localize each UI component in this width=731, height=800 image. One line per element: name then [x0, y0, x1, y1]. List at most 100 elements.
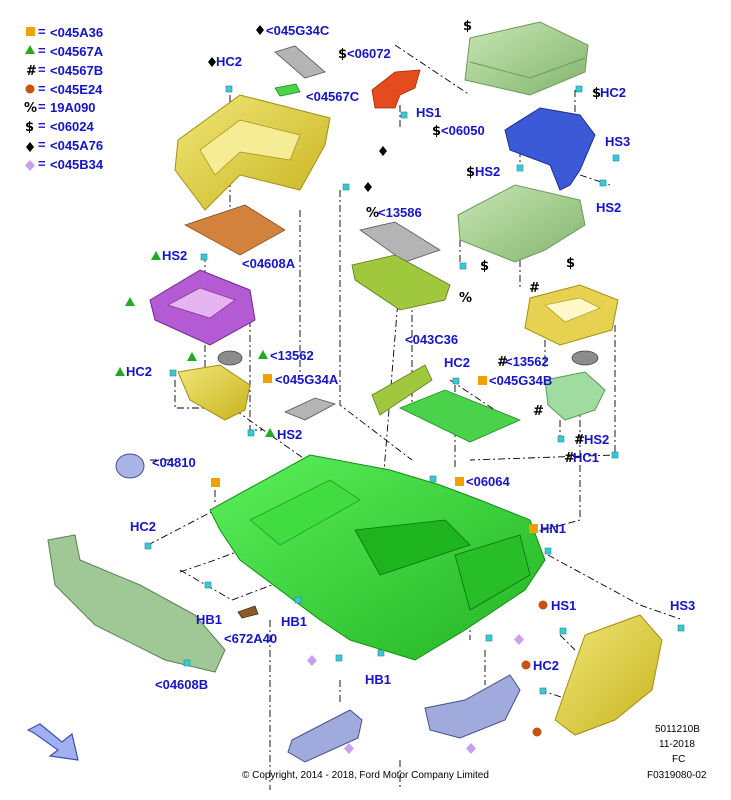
mat-04608a-part [184, 204, 286, 256]
diamond-lavender-icon [514, 634, 524, 645]
legend-code-2: <04567A [50, 44, 104, 59]
label-043c36: <043C36 [405, 332, 458, 347]
square-orange-icon [455, 477, 464, 486]
label-04608b: <04608B [155, 677, 208, 692]
hash-icon: # [26, 64, 37, 79]
cap-13562-right-part [571, 350, 599, 366]
bracket-06050-part [504, 107, 596, 191]
legend-code-6: <06024 [50, 119, 95, 134]
footer: © Copyright, 2014 - 2018, Ford Motor Com… [242, 724, 707, 781]
legend-code-4: <045E24 [50, 82, 103, 97]
tray-part [457, 184, 586, 263]
bin-part [351, 254, 451, 311]
square-orange-icon [478, 376, 487, 385]
parts [47, 21, 663, 763]
label-hc2-bottom: HC2 [533, 658, 559, 673]
label-hc1: HC1 [573, 450, 599, 465]
speaker-04810-part [115, 453, 145, 479]
label-hs3-lower: HS3 [670, 598, 695, 613]
triangle-green-icon [151, 251, 161, 260]
triangle-green-icon [258, 350, 268, 359]
svg-text:$: $ [592, 86, 601, 101]
label-hc2-top: HC2 [216, 54, 242, 69]
diamond-black-icon [364, 182, 372, 192]
label-hs2-r2: HS2 [596, 200, 621, 215]
cupholder-left-part [177, 364, 251, 421]
cap-13562-left-part [217, 350, 243, 366]
bracket-bottom-right-part [424, 674, 521, 739]
legend-sep-8: = [38, 156, 46, 171]
label-13562-left: <13562 [270, 348, 314, 363]
legend: = <045A36 = <04567A # = <04567B = <045E2… [24, 24, 104, 172]
legend-sep-2: = [38, 43, 46, 58]
right-panel-part [554, 614, 663, 736]
dollar-icon: $ [566, 256, 575, 271]
footer-code: 5011210B [655, 724, 700, 735]
label-hs3-top: HS3 [605, 134, 630, 149]
triangle-green-icon [115, 367, 125, 376]
square-orange-icon [263, 374, 272, 383]
percent-icon: % [24, 101, 37, 116]
svg-text:%: % [366, 206, 379, 221]
orientation-arrow-icon [26, 723, 79, 761]
triangle-green-icon [265, 428, 275, 437]
footer-fc: FC [672, 754, 685, 765]
label-06072: <06072 [347, 46, 391, 61]
triangle-green-icon [25, 45, 35, 54]
label-13586: <13586 [378, 205, 422, 220]
divider-043c36-part [371, 364, 433, 416]
circle-darkorange-icon [538, 600, 548, 610]
square-orange-icon [211, 478, 220, 487]
diamond-lavender-icon [25, 160, 35, 171]
mat-13586-part [359, 221, 441, 263]
label-04810: <04810 [152, 455, 196, 470]
legend-sep-5: = [38, 99, 46, 114]
dollar-icon: $ [480, 259, 489, 274]
legend-code-5: 19A090 [50, 100, 96, 115]
diamond-lavender-icon [307, 655, 317, 666]
diamond-black-icon [208, 57, 216, 67]
cupholder-right-part [544, 371, 606, 421]
label-hc2-lower: HC2 [130, 519, 156, 534]
label-04608a: <04608A [242, 256, 296, 271]
label-045g34c: <045G34C [266, 23, 330, 38]
label-hs2-r3: HS2 [584, 432, 609, 447]
legend-sep-1: = [38, 24, 46, 39]
label-13562-right: <13562 [505, 354, 549, 369]
copyright-text: © Copyright, 2014 - 2018, Ford Motor Com… [242, 770, 489, 781]
hash-icon: # [533, 404, 544, 419]
console-lid-part [464, 21, 589, 96]
svg-text:$: $ [432, 124, 441, 139]
part-672a40 [237, 605, 259, 619]
label-hs2-left: HS2 [162, 248, 187, 263]
diamond-black-icon [379, 146, 387, 156]
hash-icon: # [529, 281, 540, 296]
legend-sep-3: = [38, 62, 46, 77]
label-hs1-top: HS1 [416, 105, 441, 120]
label-hs2-r1: HS2 [475, 164, 500, 179]
diamond-lavender-icon [466, 743, 476, 754]
legend-sep-4: = [38, 81, 46, 96]
circle-darkorange-icon [532, 727, 542, 737]
label-hc2-mid: HC2 [444, 355, 470, 370]
legend-code-7: <045A76 [50, 138, 103, 153]
triangle-green-icon [187, 352, 197, 361]
label-hc2-left: HC2 [126, 364, 152, 379]
square-orange-icon [529, 524, 538, 533]
label-045g34a: <045G34A [275, 372, 339, 387]
dollar-icon: $ [463, 19, 472, 34]
markers: $ $ $ % # # [115, 19, 685, 754]
legend-code-8: <045B34 [50, 157, 104, 172]
mat-045g34b-part [399, 389, 522, 443]
svg-text:$: $ [338, 47, 347, 62]
label-hb1-a: HB1 [196, 612, 222, 627]
label-hn1: HN1 [540, 521, 566, 536]
mat-045g34c-part [274, 45, 326, 79]
label-hs2-mid: HS2 [277, 427, 302, 442]
label-672a40: <672A40 [224, 631, 277, 646]
figure-code: F0319080-02 [647, 770, 707, 781]
label-045g34b: <045G34B [489, 373, 552, 388]
square-orange-icon [26, 27, 35, 36]
footer-date: 11-2018 [659, 739, 695, 750]
